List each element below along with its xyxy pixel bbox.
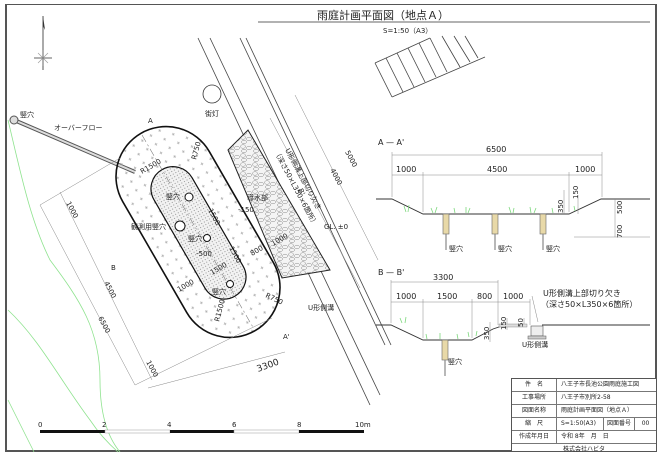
title-block-row: 縮 尺 S=1:50(A3) 図面番号 00 — [512, 418, 656, 431]
drainage-area — [227, 129, 331, 279]
title-block-row: 工事場所 八王子市別所2-58 — [512, 392, 656, 405]
section-a-depth-350: 350 — [557, 200, 565, 213]
tb-key: 工事場所 — [512, 392, 557, 404]
section-b-drawing — [376, 280, 650, 376]
section-a-pit: 竪穴 — [498, 244, 512, 253]
dim-3300: 3300 — [256, 357, 281, 374]
dim-6500: 6500 — [96, 315, 111, 334]
section-a-pit: 竪穴 — [449, 244, 463, 253]
scale-tick: 0 — [38, 421, 42, 429]
depth-label: -150 — [238, 206, 254, 214]
plan-dimension-lines — [39, 94, 379, 389]
scale-note: S=1:50（A3） — [383, 27, 432, 35]
section-a-depth-500: 500 — [616, 201, 624, 214]
title-block-row: 株式会社ハビタ — [512, 444, 656, 456]
tb-value: 八王子市別所2-58 — [561, 394, 611, 401]
section-a-right: 1000 — [575, 165, 595, 174]
streetlight-label: 街灯 — [205, 109, 219, 118]
observation-pit-label: 観測用竪穴 — [131, 222, 166, 231]
section-b-total: 3300 — [433, 273, 453, 282]
section-b-d4: 1000 — [503, 292, 523, 301]
pit-icon — [226, 280, 234, 288]
streetlight-icon — [202, 84, 222, 104]
tb-value: 八王子市長池公園雨庭施工図 — [561, 381, 640, 388]
section-a-depth-700: 700 — [616, 225, 624, 238]
tb-key: 図面名称 — [512, 405, 557, 417]
tb-company: 株式会社ハビタ — [562, 446, 605, 453]
section-b-d3: 800 — [477, 292, 492, 301]
title-block-row: 件 名 八王子市長池公園雨庭施工図 — [512, 379, 656, 392]
scale-bar — [40, 429, 364, 434]
contour-lines — [7, 119, 121, 453]
scale-tick: 6 — [232, 421, 237, 429]
tb-key: 作成年月日 — [512, 431, 557, 443]
section-mark-b-prime: B' — [296, 187, 306, 197]
section-b-depth-150: 150 — [500, 317, 508, 330]
tb-key: 件 名 — [512, 379, 557, 391]
section-b-title: B — B' — [378, 268, 404, 277]
overflow-pipe — [9, 115, 136, 174]
section-mark-a-prime: A' — [283, 333, 290, 341]
scale-tick: 4 — [167, 421, 172, 429]
section-a-drawing — [376, 152, 650, 250]
section-a-left: 1000 — [396, 165, 416, 174]
section-b-note-2: （深さ50×L350×6箇所） — [541, 299, 637, 309]
drawing-title: 雨庭計画平面図（地点Ａ） — [317, 8, 449, 22]
tb-sub-key: 図面番号 — [603, 418, 634, 430]
tb-value: S=1:50(A3) — [561, 420, 596, 427]
pit-icon — [203, 234, 211, 242]
drainage-label: 導水部 — [247, 193, 268, 202]
section-a-pit: 竪穴 — [546, 244, 560, 253]
scale-tick: 10m — [355, 421, 371, 429]
north-arrow-icon — [34, 16, 52, 70]
section-b-d1: 1000 — [396, 292, 416, 301]
depth-label: -500 — [196, 250, 212, 258]
pit-label: 竪穴 — [188, 234, 202, 243]
section-a-title: A — A' — [378, 138, 404, 147]
gl-label: GL. ±0 — [324, 223, 348, 231]
section-mark-b: B — [111, 264, 116, 272]
section-b-d2: 1500 — [437, 292, 457, 301]
section-a-total: 6500 — [486, 145, 506, 154]
section-b-depth-50: 50 — [517, 318, 525, 327]
u-gutter-icon — [530, 325, 544, 337]
overflow-label: オーバーフロー — [54, 124, 103, 132]
observation-pit-icon — [174, 220, 186, 232]
parking-stripes — [374, 35, 486, 98]
drawing-frame — [5, 4, 657, 452]
scale-tick: 2 — [102, 421, 106, 429]
pit-label: 竪穴 — [166, 192, 180, 201]
section-b-note-1: U形側溝上部切り欠き — [543, 288, 621, 298]
gutter-label: U形側溝 — [308, 303, 334, 312]
rain-garden-basin — [115, 125, 281, 339]
scale-tick: 8 — [297, 421, 301, 429]
dim-5000: 5000 — [343, 149, 358, 168]
section-a-depth-150: 150 — [572, 186, 580, 199]
title-block-row: 作成年月日 令和 8年 月 日 — [512, 431, 656, 444]
section-mark-a: A — [148, 117, 153, 125]
section-a-middle: 4500 — [487, 165, 507, 174]
tb-sub-value: 00 — [634, 418, 656, 430]
pit-icon — [184, 192, 194, 202]
overflow-pit-label: 竪穴 — [20, 110, 34, 119]
section-b-pit: 竪穴 — [448, 357, 462, 366]
tb-value: 令和 8年 月 日 — [561, 433, 609, 440]
title-block: 件 名 八王子市長池公園雨庭施工図 工事場所 八王子市別所2-58 図面名称 雨… — [511, 378, 657, 453]
title-block-row: 図面名称 雨庭計画平面図（地点Ａ） — [512, 405, 656, 418]
tb-key: 縮 尺 — [512, 418, 557, 430]
pit-label: 竪穴 — [212, 287, 226, 296]
tb-value: 雨庭計画平面図（地点Ａ） — [561, 407, 634, 414]
section-b-depth-350: 350 — [483, 327, 491, 340]
section-b-gutter: U形側溝 — [522, 340, 548, 349]
